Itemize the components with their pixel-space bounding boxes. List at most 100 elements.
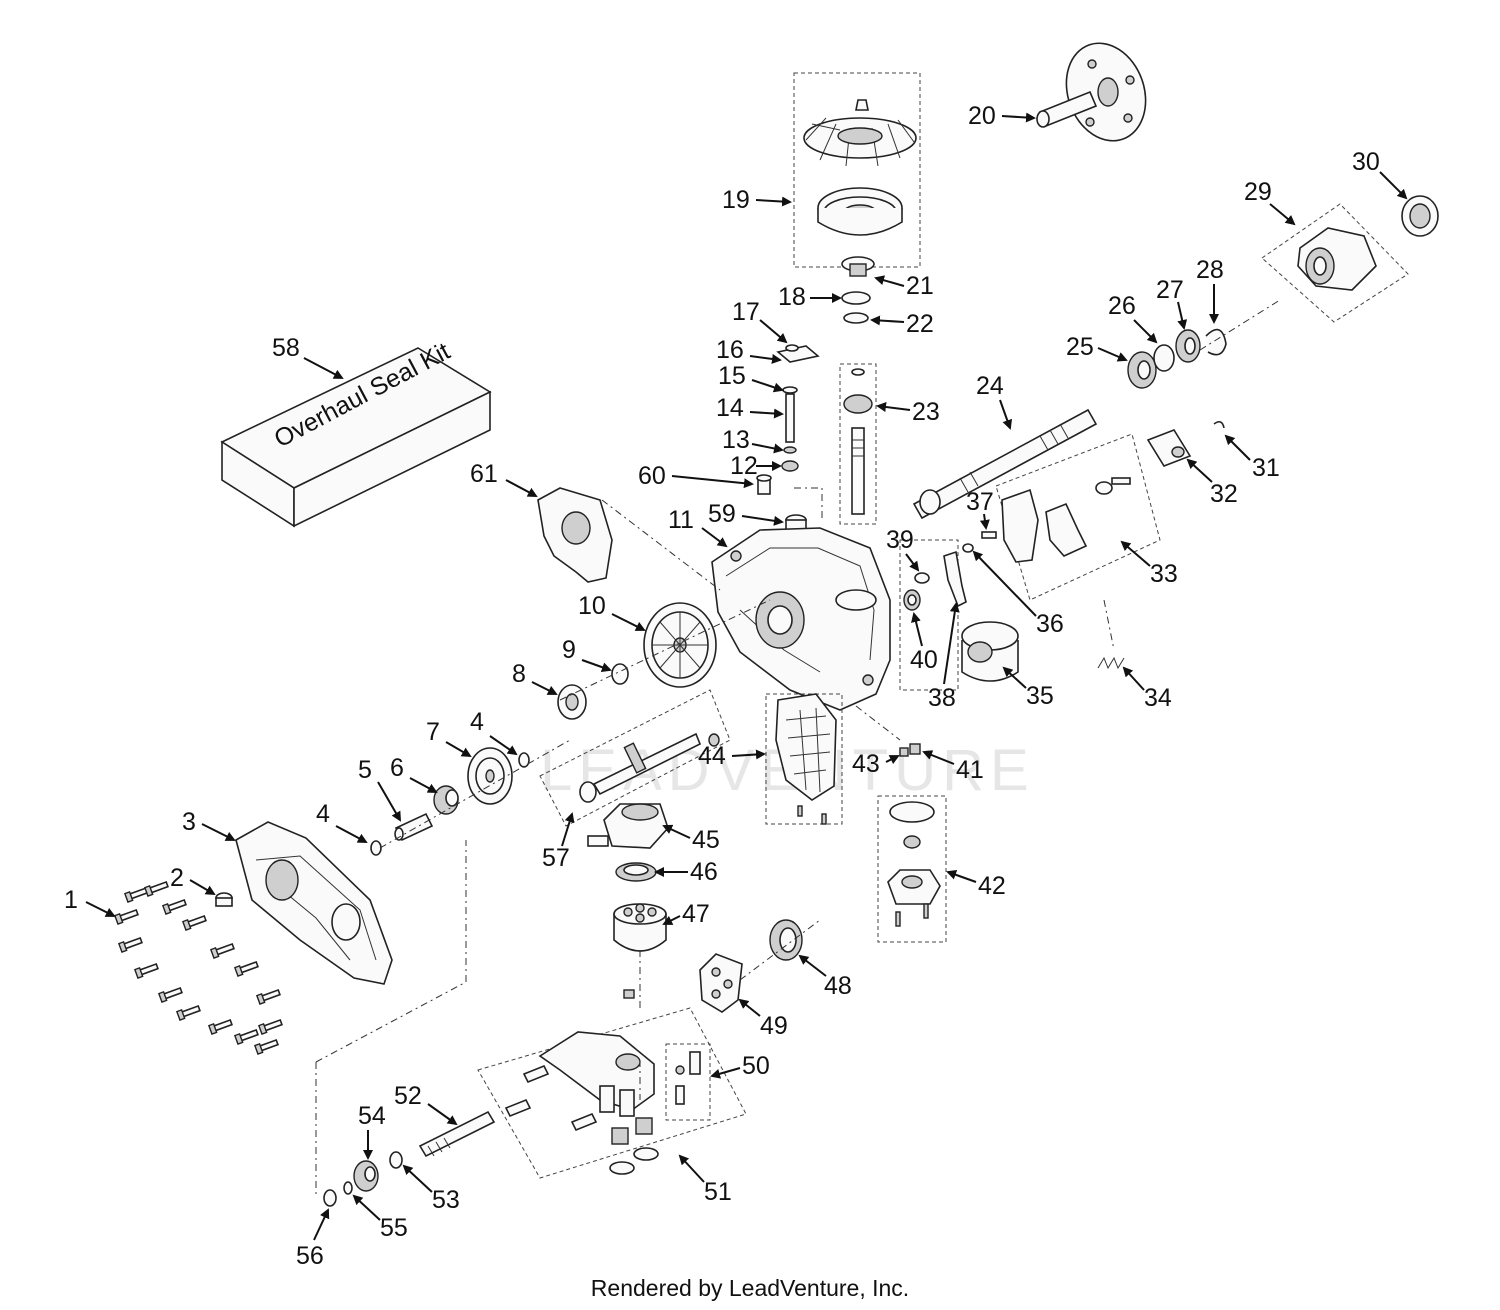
callout-4-upper: 4 — [470, 708, 484, 736]
seal-kit-box[interactable]: Overhaul Seal Kit — [220, 337, 492, 528]
pump-shaft-52[interactable] — [418, 1110, 496, 1158]
guard-44[interactable] — [775, 693, 837, 825]
key-small[interactable] — [623, 989, 635, 999]
callout-17: 17 — [732, 298, 760, 326]
washer-36[interactable] — [962, 543, 974, 553]
gear-7[interactable] — [467, 747, 513, 805]
linkage-33-group-box — [995, 433, 1161, 601]
callout-41: 41 — [956, 756, 984, 784]
clip-31[interactable] — [1213, 420, 1225, 429]
hub-29-group-box — [1261, 203, 1409, 323]
end-cover-3[interactable] — [235, 821, 393, 985]
valve-50[interactable] — [675, 1051, 701, 1105]
shaft-57[interactable] — [579, 732, 720, 803]
washer-4-upper[interactable] — [518, 752, 530, 768]
spring-34[interactable] — [1097, 656, 1125, 670]
seal-12[interactable] — [781, 460, 799, 472]
hub-21[interactable] — [841, 256, 875, 277]
seal-46[interactable] — [615, 862, 657, 882]
callout-44: 44 — [698, 742, 726, 770]
footer-credit: Rendered by LeadVenture, Inc. — [590, 1275, 910, 1301]
callout-38: 38 — [928, 684, 956, 712]
washer-26[interactable] — [1153, 344, 1175, 372]
bolts-1[interactable] — [113, 880, 283, 1055]
flange-shaft[interactable] — [1036, 32, 1159, 152]
callout-4-lower: 4 — [316, 800, 330, 828]
callout-46: 46 — [690, 858, 718, 886]
centerline-j — [1103, 599, 1115, 651]
callout-37: 37 — [966, 488, 994, 516]
bearing-30[interactable] — [1401, 195, 1439, 237]
ring-22[interactable] — [843, 312, 869, 324]
callout-12: 12 — [730, 452, 758, 480]
callout-50: 50 — [742, 1052, 770, 1080]
callout-24: 24 — [976, 372, 1004, 400]
center-section-51[interactable] — [504, 1031, 659, 1175]
washer-15[interactable] — [782, 386, 798, 394]
callout-8: 8 — [512, 660, 526, 688]
plug-43[interactable] — [899, 747, 909, 757]
plug-41[interactable] — [909, 743, 921, 755]
input-shaft[interactable] — [843, 368, 873, 515]
centerline-e — [794, 487, 823, 520]
cylinder-block-49[interactable] — [699, 953, 743, 1013]
callout-39: 39 — [886, 526, 914, 554]
cap-59[interactable] — [785, 514, 807, 531]
callout-3: 3 — [182, 808, 196, 836]
filter-group-box — [899, 539, 959, 691]
callout-7: 7 — [426, 718, 440, 746]
bearing-25[interactable] — [1127, 351, 1157, 389]
callout-25: 25 — [1066, 333, 1094, 361]
washer-18[interactable] — [841, 291, 871, 305]
callout-30: 30 — [1352, 148, 1380, 176]
snap-ring-28[interactable] — [1205, 328, 1227, 356]
hub-29[interactable] — [1297, 227, 1377, 291]
cover-42[interactable] — [887, 801, 941, 927]
plug-60[interactable] — [756, 474, 772, 495]
swashplate-45[interactable] — [587, 803, 669, 849]
ring-13[interactable] — [783, 446, 797, 454]
ring-55[interactable] — [343, 1181, 353, 1195]
pin-14[interactable] — [785, 393, 795, 443]
large-gear-10[interactable] — [643, 602, 717, 688]
washer-9[interactable] — [611, 663, 629, 685]
bearing-8[interactable] — [557, 684, 587, 720]
callout-52: 52 — [394, 1082, 422, 1110]
side-cover-61[interactable] — [537, 487, 613, 583]
callout-49: 49 — [760, 1012, 788, 1040]
callout-13: 13 — [722, 426, 750, 454]
seal-48[interactable] — [769, 919, 803, 961]
plug-2[interactable] — [215, 892, 233, 907]
pulley[interactable] — [817, 187, 903, 236]
main-housing-11[interactable] — [711, 527, 891, 711]
washer-39[interactable] — [914, 572, 930, 584]
pin-37[interactable] — [981, 531, 997, 539]
seal-40[interactable] — [903, 589, 921, 611]
gear-54[interactable] — [353, 1160, 379, 1192]
cover-42-group-box — [877, 795, 947, 943]
washer-17[interactable] — [785, 344, 799, 352]
callout-36: 36 — [1036, 610, 1064, 638]
callout-27: 27 — [1156, 276, 1184, 304]
callout-21: 21 — [906, 272, 934, 300]
linkage-33[interactable] — [1001, 477, 1131, 563]
lever-32[interactable] — [1146, 429, 1192, 467]
bearing-27[interactable] — [1175, 329, 1201, 363]
washer-4-lower[interactable] — [370, 840, 382, 856]
washer-56[interactable] — [323, 1189, 337, 1207]
callout-57: 57 — [542, 844, 570, 872]
fan-assembly[interactable] — [803, 99, 917, 167]
axle-24[interactable] — [912, 408, 1098, 520]
centerline-a — [601, 499, 721, 591]
filter-35[interactable] — [961, 621, 1019, 682]
valve-50-group-box — [665, 1043, 711, 1121]
callout-59: 59 — [708, 500, 736, 528]
callout-31: 31 — [1252, 454, 1280, 482]
washer-53[interactable] — [389, 1151, 403, 1169]
callout-18: 18 — [778, 283, 806, 311]
callout-54: 54 — [358, 1102, 386, 1130]
cylinder-block-47[interactable] — [613, 903, 667, 952]
callout-33: 33 — [1150, 560, 1178, 588]
bracket-38[interactable] — [943, 550, 967, 608]
pinion-6[interactable] — [433, 785, 459, 815]
